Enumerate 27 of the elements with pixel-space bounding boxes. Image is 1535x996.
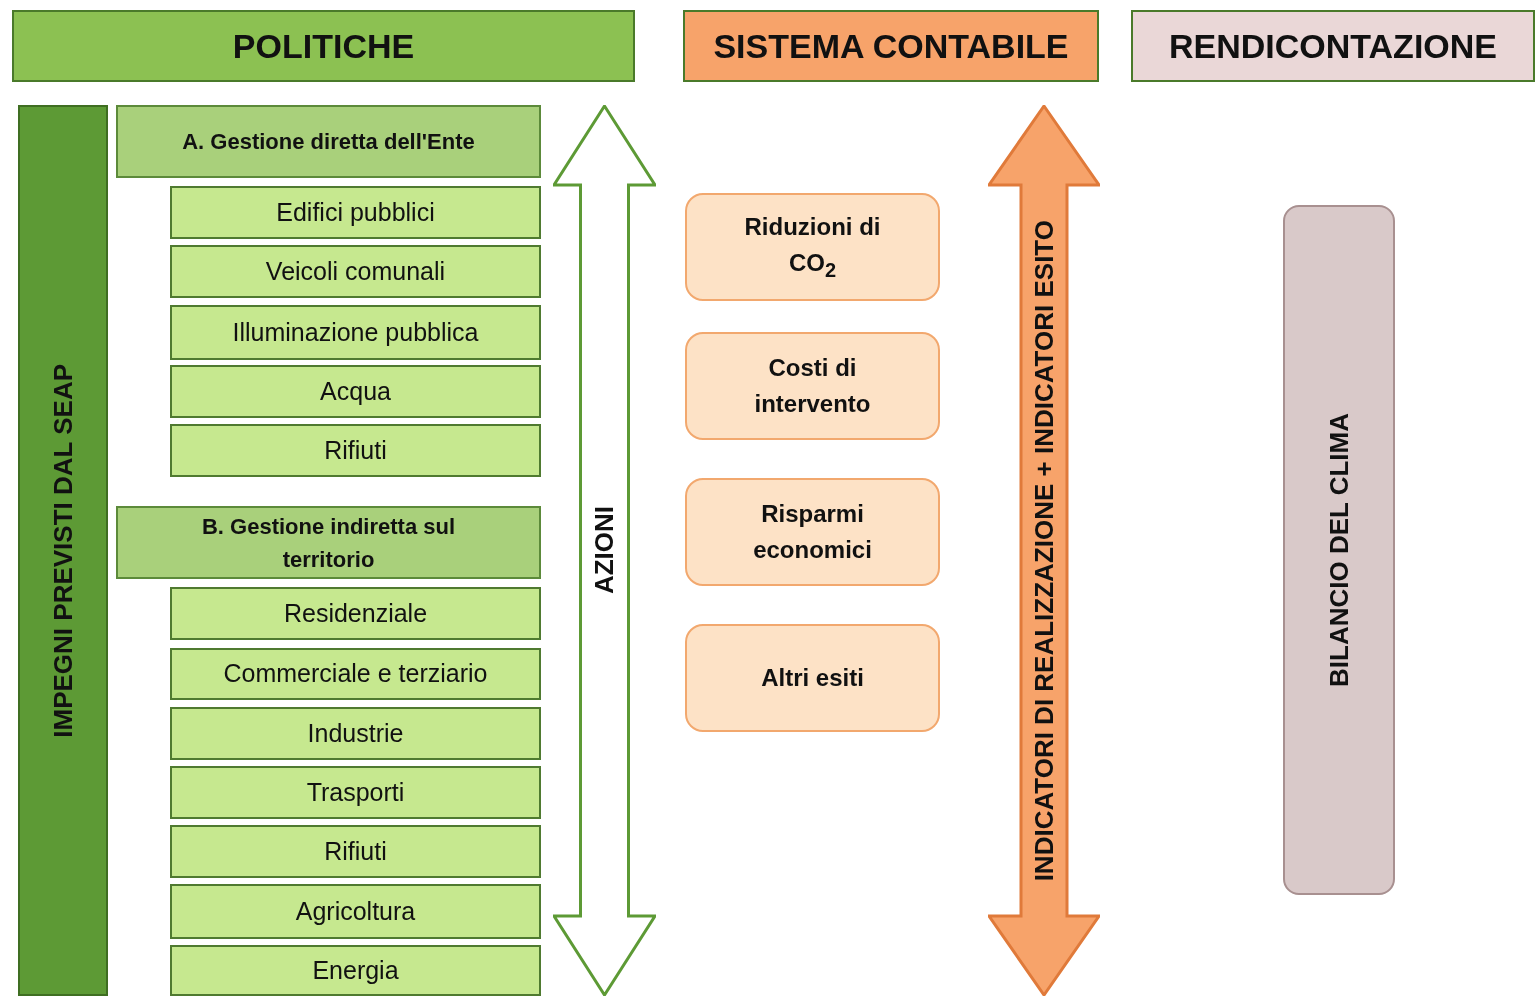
- sector-row: Agricoltura: [170, 884, 541, 939]
- sector-row: Illuminazione pubblica: [170, 305, 541, 360]
- result-card: Altri esiti: [685, 624, 940, 732]
- vertical-label: IMPEGNI PREVISTI DAL SEAP: [47, 363, 79, 738]
- arrow-label: INDICATORI DI REALIZZAZIONE + INDICATORI ESITO: [1028, 219, 1060, 882]
- result-card: Risparmi economici: [685, 478, 940, 586]
- header-bar: SISTEMA CONTABILE: [683, 10, 1099, 82]
- sector-row: Rifiuti: [170, 825, 541, 878]
- vertical-label: BILANCIO DEL CLIMA: [1323, 413, 1355, 687]
- result-card: Riduzioni di CO$_{2}$: [685, 193, 940, 301]
- sector-row: Acqua: [170, 365, 541, 418]
- sector-row: Edifici pubblici: [170, 186, 541, 239]
- sector-row: Commerciale e terziario: [170, 648, 541, 700]
- arrow-label: AZIONI: [589, 506, 620, 595]
- summary-bar: [1283, 205, 1395, 895]
- header-bar: RENDICONTAZIONE: [1131, 10, 1535, 82]
- group-heading: A. Gestione diretta dell'Ente: [116, 105, 541, 178]
- sector-row: Industrie: [170, 707, 541, 760]
- sector-row: Rifiuti: [170, 424, 541, 477]
- header-bar: POLITICHE: [12, 10, 635, 82]
- sector-row: Residenziale: [170, 587, 541, 640]
- sector-row: Energia: [170, 945, 541, 996]
- group-heading: B. Gestione indiretta sul territorio: [116, 506, 541, 579]
- result-card: Costi di intervento: [685, 332, 940, 440]
- side-bar: [18, 105, 108, 996]
- sector-row: Trasporti: [170, 766, 541, 819]
- sector-row: Veicoli comunali: [170, 245, 541, 298]
